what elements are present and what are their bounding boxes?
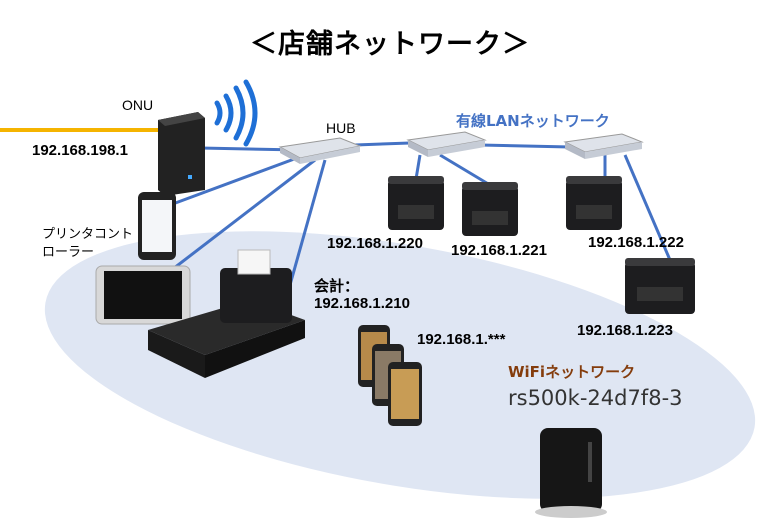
hub-label: HUB (326, 120, 356, 136)
cable-hub-switch1 (354, 141, 411, 147)
wifi-ssid: rs500k-24d7f8-3 (508, 386, 683, 410)
wifi-network-label: WiFiネットワーク (508, 363, 636, 381)
hub-device (278, 137, 362, 164)
register-label: 会計： (314, 278, 360, 295)
wired-network-label: 有線LANネットワーク (456, 112, 610, 130)
onu-ip: 192.168.198.1 (32, 142, 128, 159)
cables (164, 141, 672, 286)
register-ip: 192.168.1.210 (314, 295, 410, 312)
cable-switch1-switch2 (479, 143, 571, 149)
printer-ip-220: 192.168.1.220 (327, 235, 423, 252)
printer-ip-223: 192.168.1.223 (577, 322, 673, 339)
controller-label-line1: プリンタコント (42, 226, 134, 241)
printer-220 (388, 176, 444, 230)
smartphones (358, 325, 422, 426)
printer-222 (566, 176, 622, 230)
printer-ip-221: 192.168.1.221 (451, 242, 547, 259)
cable-hub-tablet (164, 158, 316, 277)
cable-switch1-printer221 (439, 153, 491, 187)
printer-221 (462, 182, 518, 236)
onu-label: ONU (122, 97, 154, 113)
controller-label-line2: ローラー (42, 244, 95, 259)
tablet-device (95, 265, 191, 325)
wifi-router-device (535, 428, 607, 518)
register-device (148, 249, 305, 378)
switch-1 (406, 131, 487, 157)
mobile-devices-ip: 192.168.1.*** (417, 331, 506, 348)
printer-controller-device (138, 192, 176, 260)
wifi-waves-icon (214, 79, 258, 147)
printer-223 (625, 258, 695, 314)
cable-switch2-printer223 (623, 154, 672, 261)
cable-hub-register (288, 159, 327, 286)
diagram-title: ＜店舗ネットワーク＞ (250, 29, 530, 60)
cable-hub-controller (169, 153, 306, 207)
onu-device (158, 112, 205, 196)
switch-2 (563, 133, 644, 159)
printer-ip-222: 192.168.1.222 (588, 234, 684, 251)
